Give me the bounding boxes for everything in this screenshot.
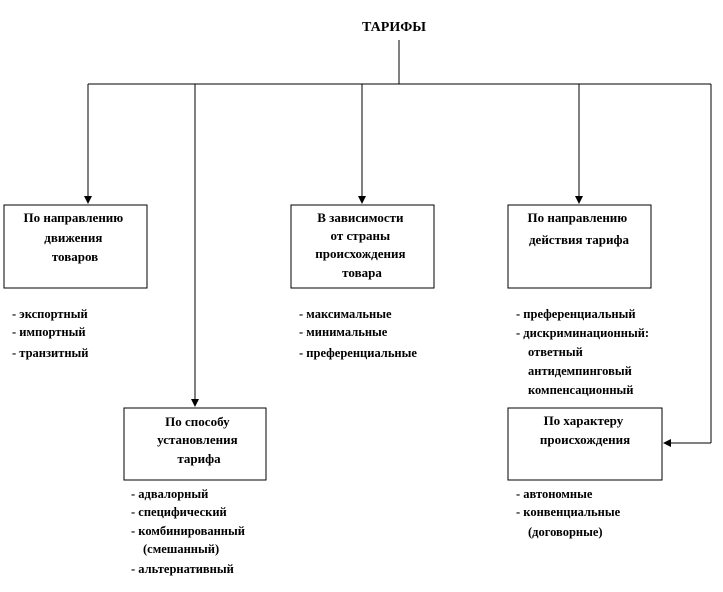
box-line: движения: [44, 230, 102, 245]
list-item: - специфический: [131, 505, 227, 519]
connectors: [84, 40, 712, 447]
items-movement: - экспортный - импортный - транзитный: [12, 307, 89, 360]
list-item: - конвенциальные: [516, 505, 621, 519]
list-item: - транзитный: [12, 346, 89, 360]
box-line: от страны: [331, 228, 391, 243]
box-line: По направлению: [24, 210, 124, 225]
svg-text:По направлению действия: По направлению действия тарифа: [528, 210, 631, 247]
box-line: тарифа: [177, 451, 221, 466]
box-line: По способу: [165, 414, 230, 429]
list-item: - преференциальный: [516, 307, 636, 321]
box-line: товаров: [52, 249, 98, 264]
list-item: - дискриминационный:: [516, 326, 649, 340]
box-line: товара: [342, 265, 382, 280]
list-item: (смешанный): [143, 542, 219, 556]
list-item: (договорные): [528, 525, 603, 539]
diagram-title: ТАРИФЫ: [362, 20, 426, 35]
svg-text:По направлению движения: По направлению движения товаров: [24, 210, 127, 264]
box-line: действия тарифа: [529, 232, 630, 247]
list-item: - автономные: [516, 487, 593, 501]
list-item: - комбинированный: [131, 524, 245, 538]
items-establish: - адвалорный - специфический - комбиниро…: [131, 487, 245, 576]
box-movement: По направлению движения товаров: [3, 204, 148, 289]
list-item: - минимальные: [299, 325, 388, 339]
box-line: происхождения: [315, 246, 405, 261]
items-action: - преференциальный - дискриминационный: …: [516, 307, 649, 397]
svg-text:По способу установления: По способу установления тарифа: [157, 414, 241, 466]
box-action: По направлению действия тарифа: [507, 204, 652, 289]
svg-text:В зависимости от страны: В зависимости от страны происхождения то…: [315, 210, 409, 280]
box-origin: По характеру происхождения: [507, 407, 663, 481]
list-item: - альтернативный: [131, 562, 234, 576]
list-item: - максимальные: [299, 307, 392, 321]
box-line: В зависимости: [317, 210, 404, 225]
list-item: - импортный: [12, 325, 86, 339]
box-line: установления: [157, 432, 238, 447]
box-line: По направлению: [528, 210, 628, 225]
list-item: ответный: [528, 345, 583, 359]
items-country: - максимальные - минимальные - преференц…: [299, 307, 417, 360]
box-line: происхождения: [540, 432, 630, 447]
items-origin: - автономные - конвенциальные (договорны…: [516, 487, 621, 539]
list-item: - адвалорный: [131, 487, 208, 501]
box-establish: По способу установления тарифа: [123, 407, 267, 481]
list-item: антидемпинговый: [528, 364, 632, 378]
box-line: По характеру: [544, 413, 624, 428]
list-item: компенсационный: [528, 383, 634, 397]
list-item: - экспортный: [12, 307, 88, 321]
list-item: - преференциальные: [299, 346, 417, 360]
svg-text:По характеру происхожден: По характеру происхождения: [540, 413, 630, 447]
box-country: В зависимости от страны происхождения то…: [290, 204, 435, 289]
